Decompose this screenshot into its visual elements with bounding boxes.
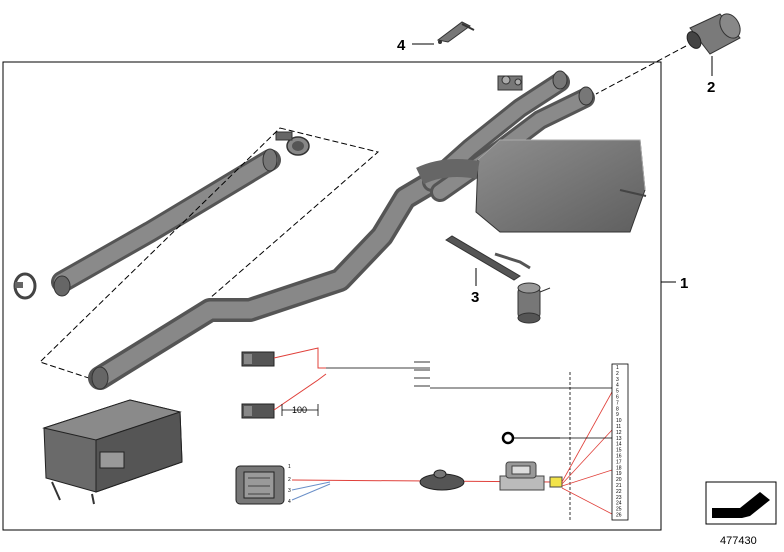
harness-connector-left — [235, 465, 285, 505]
terminal-connector-top — [241, 351, 275, 367]
exhaust-flap-actuator — [497, 75, 523, 91]
pin-label: 2 — [616, 371, 619, 377]
pin-label: 6 — [616, 395, 619, 401]
svg-text:3: 3 — [288, 488, 291, 494]
svg-text:1: 1 — [288, 464, 291, 470]
pin-label: 4 — [616, 383, 619, 389]
pin-label: 14 — [616, 442, 622, 448]
pin-label: 9 — [616, 412, 619, 418]
document-number: 477430 — [720, 535, 757, 547]
pin-label: 11 — [616, 424, 621, 430]
pin-label: 13 — [616, 436, 622, 442]
front-pipe — [51, 148, 281, 297]
rear-pipe — [88, 170, 444, 390]
cable-grommet — [419, 469, 465, 491]
pin-label: 7 — [616, 400, 619, 406]
sensor-assembly — [445, 235, 551, 324]
pin-label: 22 — [616, 489, 622, 495]
callout-2: 2 — [707, 79, 715, 96]
pin-label: 23 — [616, 495, 622, 501]
inline-connector — [499, 461, 545, 491]
tip-dashed-line — [595, 45, 687, 95]
svg-text:4: 4 — [288, 499, 291, 505]
rear-muffler — [416, 139, 647, 233]
pins-right: 1234567891011121314151617181920212223242… — [616, 365, 622, 519]
assembly-frame — [2, 61, 662, 531]
pin-label: 8 — [616, 406, 619, 412]
wire-red-upper — [273, 347, 326, 369]
tailpipe-tip — [686, 13, 741, 55]
pin-label: 25 — [616, 507, 622, 513]
ring-terminal — [501, 431, 560, 445]
pipe-clamp-top — [275, 131, 310, 156]
pin-label: 5 — [616, 389, 619, 395]
orientation-symbol — [705, 481, 777, 525]
pin-label: 10 — [616, 418, 622, 424]
dimension-label: 100 — [292, 405, 307, 415]
pin-label: 12 — [616, 430, 622, 436]
callout-3: 3 — [471, 289, 479, 306]
pins-left: 1 2 3 4 — [288, 464, 291, 505]
control-module — [42, 399, 183, 505]
pin-label: 15 — [616, 448, 622, 454]
pin-block — [611, 363, 629, 521]
wire-blue-harness-1 — [291, 481, 331, 491]
pin-label: 21 — [616, 483, 622, 489]
bracket-part — [436, 21, 475, 44]
pin-label: 3 — [616, 377, 619, 383]
pin-label: 26 — [616, 513, 622, 519]
connector-yellow — [549, 476, 563, 488]
pin-label: 18 — [616, 465, 622, 471]
pin-label: 20 — [616, 477, 622, 483]
callout-1: 1 — [680, 275, 688, 292]
pin-label: 17 — [616, 459, 622, 465]
wire-splice-group — [414, 361, 430, 387]
pin-label: 1 — [616, 365, 619, 371]
pin-label: 24 — [616, 501, 622, 507]
pin-label: 16 — [616, 454, 622, 460]
terminal-connector-bottom — [241, 403, 275, 419]
pin-label: 19 — [616, 471, 622, 477]
front-section-outline — [39, 127, 380, 386]
pipe-clamp-left — [13, 272, 37, 300]
wire-blue-harness-2 — [291, 483, 331, 501]
svg-text:2: 2 — [288, 477, 291, 483]
callout-4: 4 — [397, 37, 406, 54]
wire-red-lower — [273, 373, 327, 411]
